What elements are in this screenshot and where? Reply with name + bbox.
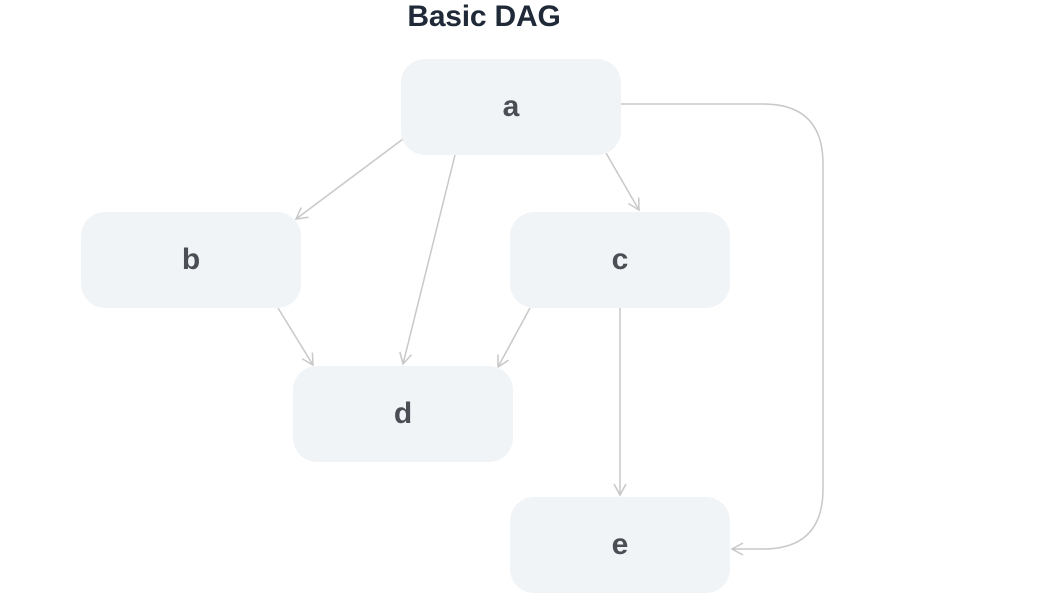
node-d[interactable]: d: [293, 366, 513, 462]
node-c[interactable]: c: [510, 212, 730, 308]
node-b-label: b: [181, 243, 201, 276]
node-a[interactable]: a: [401, 59, 621, 155]
node-e[interactable]: e: [510, 497, 730, 593]
edge-a-e: [621, 103, 824, 556]
node-b[interactable]: b: [81, 212, 301, 308]
edge-c-d: [497, 307, 531, 369]
node-c-label: c: [611, 243, 629, 276]
diagram-title: Basic DAG: [407, 0, 561, 33]
node-e-label: e: [611, 528, 629, 561]
node-a-label: a: [502, 90, 520, 123]
edge-a-c: [605, 152, 640, 212]
edge-a-b: [294, 138, 404, 220]
edge-b-d: [277, 307, 314, 367]
node-d-label: d: [393, 397, 413, 430]
edge-a-d: [399, 154, 456, 366]
